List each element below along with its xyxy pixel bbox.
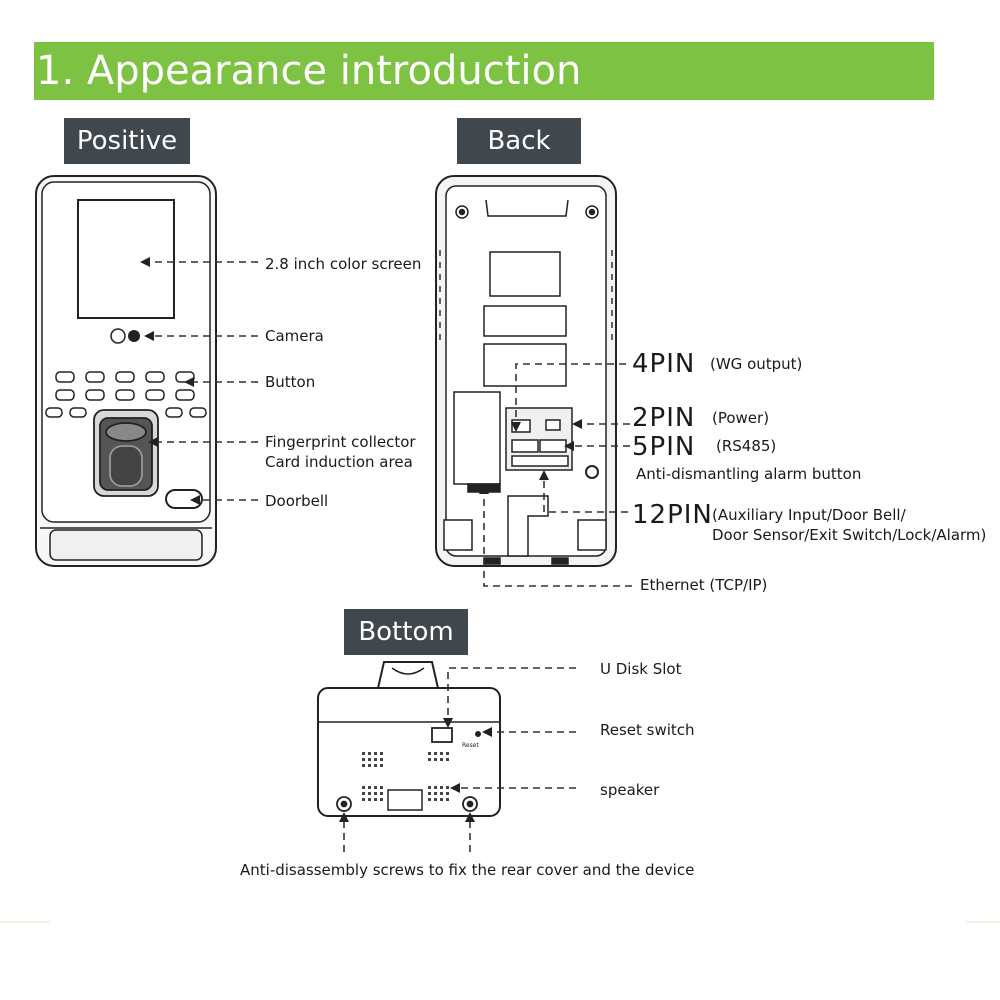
callout-screen: 2.8 inch color screen bbox=[265, 255, 422, 273]
callout-12pin-desc: (Auxiliary Input/Door Bell/ Door Sensor/… bbox=[712, 506, 987, 544]
back-alarm-button bbox=[585, 465, 599, 479]
callout-4pin-desc: (WG output) bbox=[710, 355, 803, 373]
callout-button: Button bbox=[265, 373, 316, 391]
bottom-reset-hole bbox=[475, 731, 481, 737]
bottom-screws bbox=[336, 796, 478, 812]
front-fingerprint-sensor bbox=[93, 409, 159, 497]
front-keypad bbox=[45, 371, 207, 418]
back-terminal-block bbox=[505, 407, 573, 471]
back-bottom-channel bbox=[443, 495, 607, 565]
section-label-back: Back bbox=[457, 118, 581, 164]
back-screws bbox=[455, 205, 599, 219]
callout-2pin-desc: (Power) bbox=[712, 409, 770, 427]
back-ethernet-block bbox=[453, 391, 501, 493]
callout-screws: Anti-disassembly screws to fix the rear … bbox=[240, 861, 695, 879]
page-title: 1. Appearance introduction bbox=[36, 48, 582, 94]
callout-udisk: U Disk Slot bbox=[600, 660, 682, 678]
callout-fingerprint: Fingerprint collector Card induction are… bbox=[265, 433, 416, 471]
callout-reset: Reset switch bbox=[600, 721, 695, 739]
callout-2pin: 2PIN bbox=[632, 403, 696, 433]
bottom-reset-mark: Reset bbox=[462, 742, 479, 749]
callout-4pin: 4PIN bbox=[632, 349, 696, 379]
callout-5pin: 5PIN bbox=[632, 432, 696, 462]
callout-doorbell: Doorbell bbox=[265, 492, 329, 510]
callout-alarm-button: Anti-dismantling alarm button bbox=[636, 465, 862, 483]
front-doorbell-button bbox=[165, 489, 203, 509]
back-vents bbox=[439, 250, 613, 340]
front-screen bbox=[77, 199, 175, 319]
callout-speaker: speaker bbox=[600, 781, 660, 799]
front-camera-ring bbox=[110, 328, 126, 344]
bottom-speaker-grilles bbox=[362, 752, 449, 801]
callout-12pin: 12PIN bbox=[632, 500, 713, 530]
section-label-bottom: Bottom bbox=[344, 609, 468, 655]
callout-ethernet: Ethernet (TCP/IP) bbox=[640, 576, 768, 594]
front-camera-lens bbox=[128, 330, 140, 342]
callout-camera: Camera bbox=[265, 327, 324, 345]
callout-5pin-desc: (RS485) bbox=[716, 437, 777, 455]
bottom-usb-slot bbox=[431, 727, 453, 743]
bottom-device bbox=[317, 661, 501, 817]
section-label-positive: Positive bbox=[64, 118, 190, 164]
title-banner bbox=[34, 42, 934, 100]
back-recesses bbox=[483, 251, 567, 387]
